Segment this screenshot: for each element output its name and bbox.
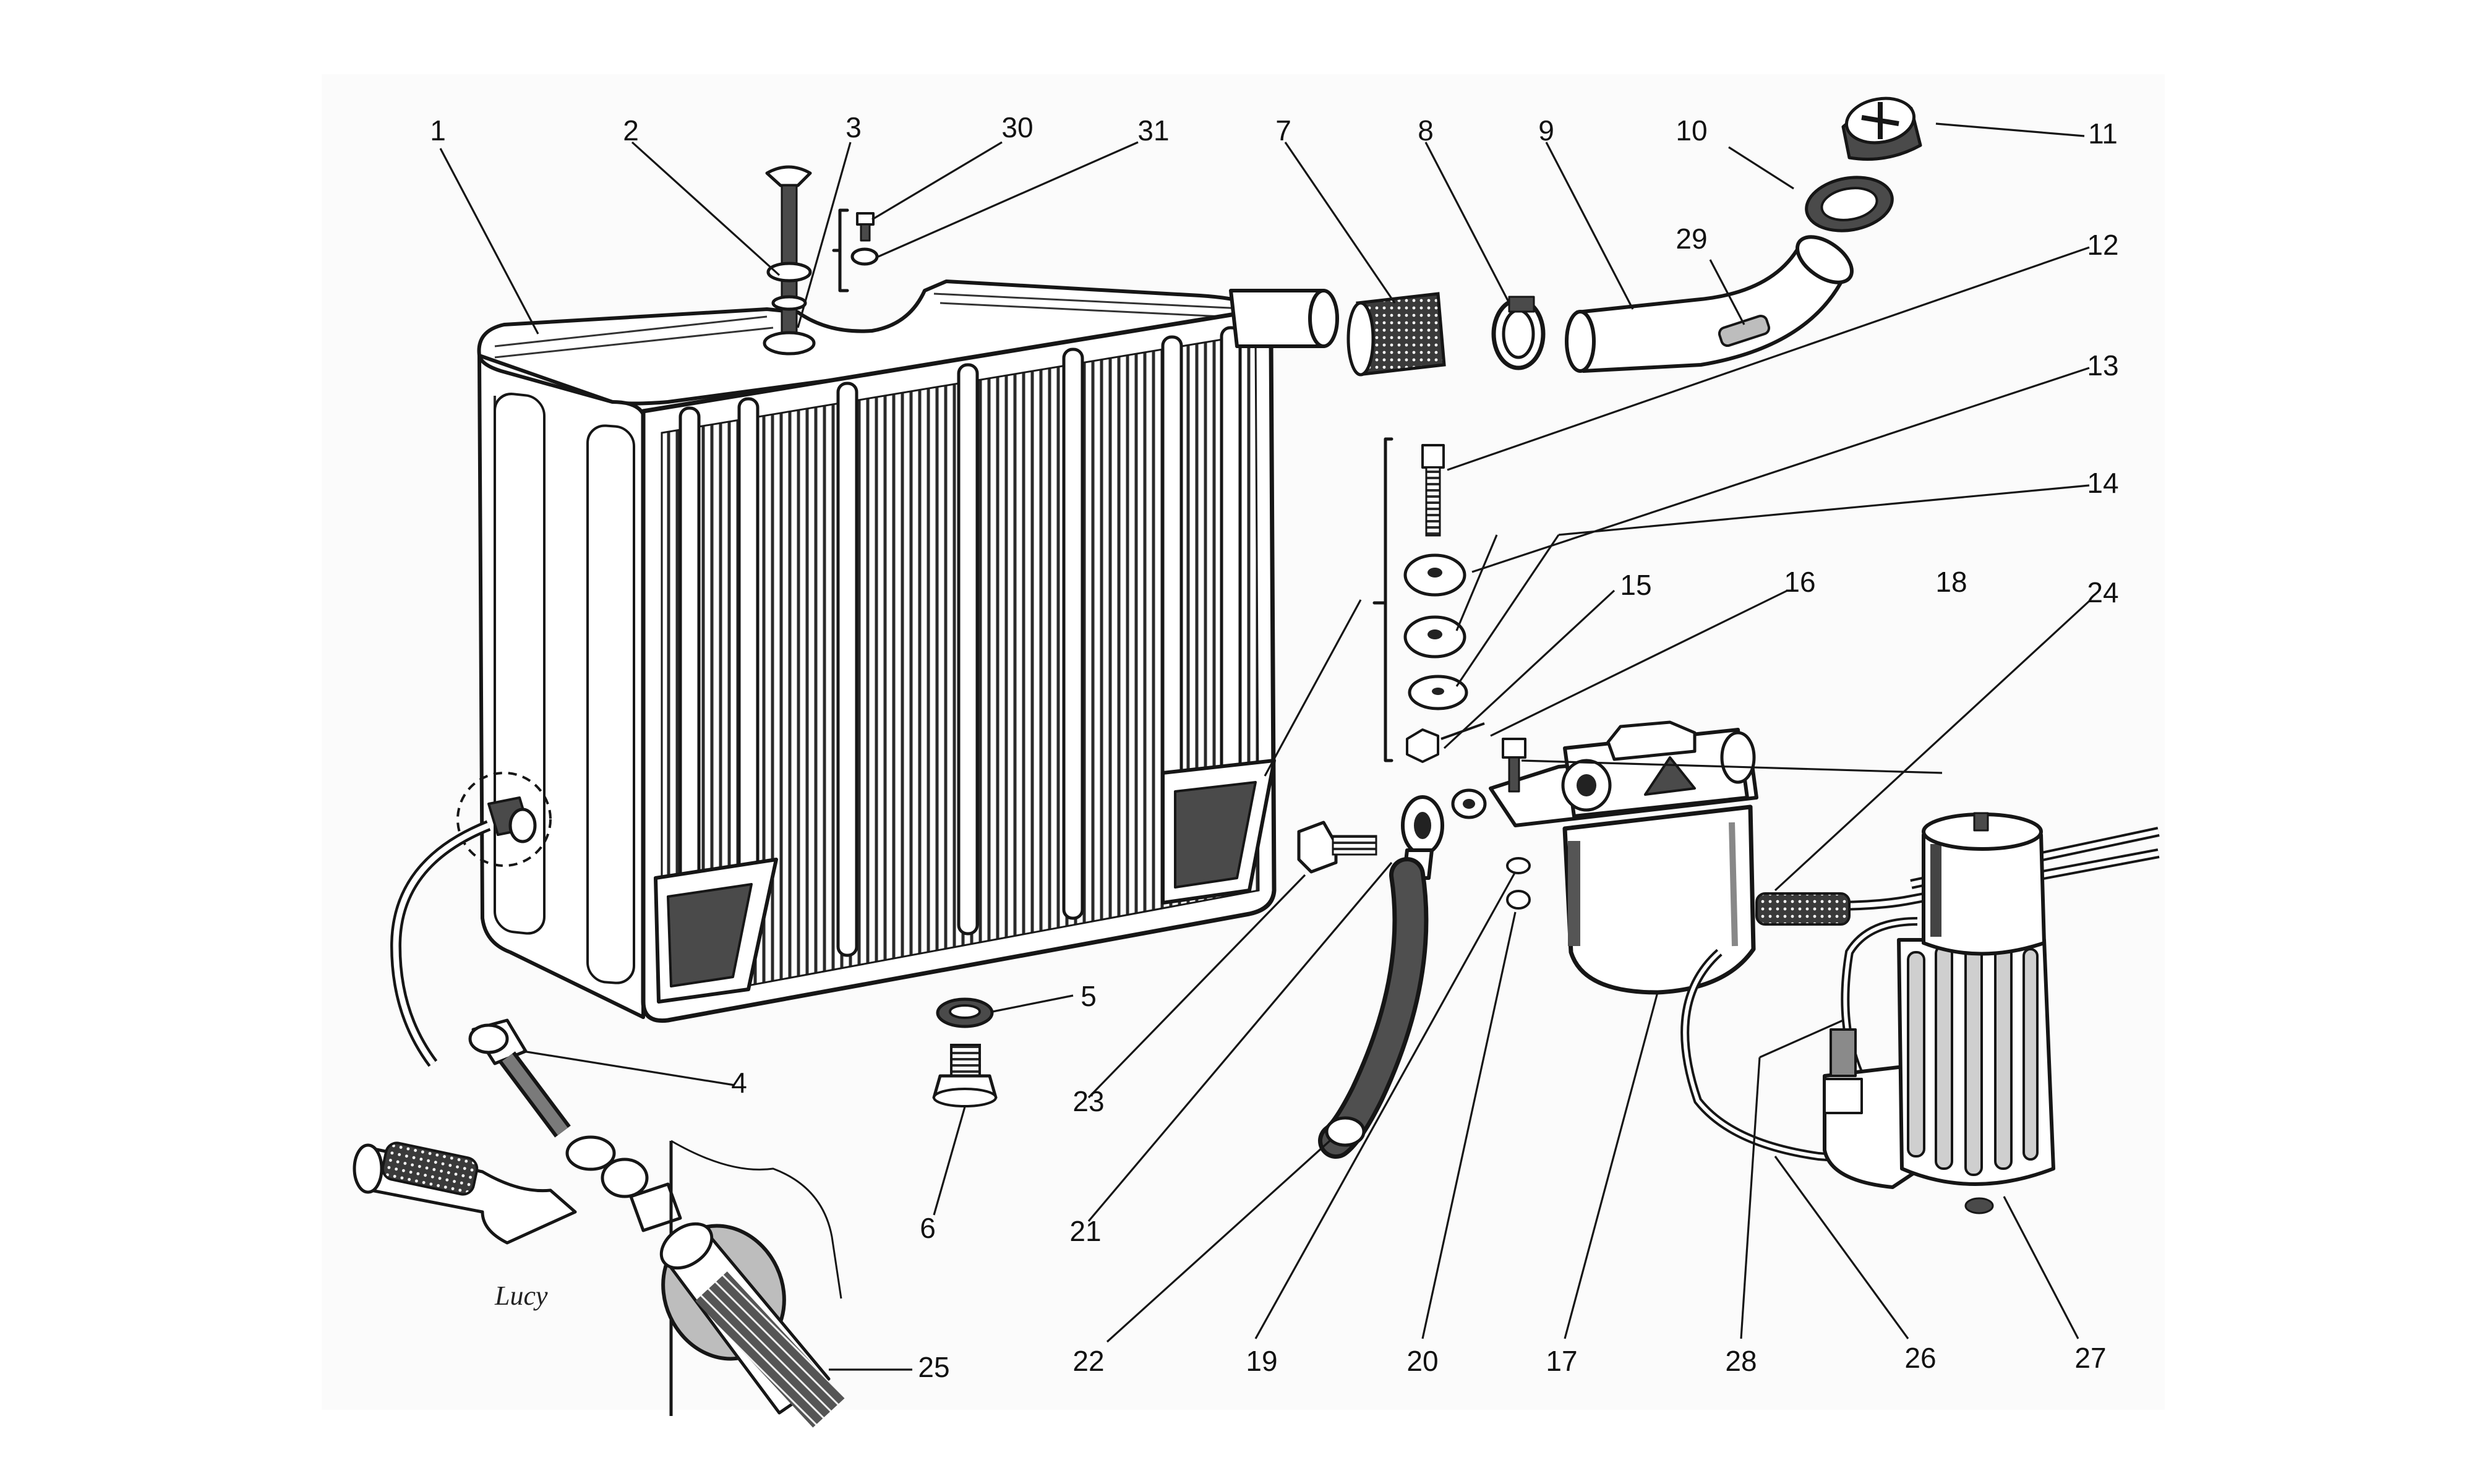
callout-24: 24: [2087, 576, 2118, 608]
screw-30-and-washer-31: [832, 208, 879, 292]
filler-cap-11: [1841, 96, 1922, 161]
callout-18: 18: [1935, 566, 1967, 598]
callout-10: 10: [1676, 114, 1707, 147]
callout-9: 9: [1538, 114, 1554, 147]
electric-fuel-pump-27: [1823, 812, 2055, 1214]
bulkhead-fitting-25: [659, 1140, 845, 1428]
callout-20: 20: [1406, 1345, 1438, 1377]
drain-pipe: [390, 820, 491, 1067]
callout-13: 13: [2087, 349, 2118, 382]
filler-hose-7: [1346, 292, 1446, 377]
callout-19: 19: [1246, 1345, 1277, 1377]
callout-5: 5: [1081, 980, 1097, 1012]
mounting-bolt-stack: [1372, 437, 1485, 763]
callout-27: 27: [2074, 1342, 2106, 1374]
callout-6: 6: [920, 1212, 936, 1244]
rubber-hose-22: [1318, 857, 1429, 1159]
callout-14: 14: [2087, 467, 2118, 499]
drain-union-4: [353, 1018, 682, 1245]
callout-16: 16: [1784, 566, 1815, 598]
callout-15: 15: [1620, 569, 1651, 601]
hose-clamp-8: [1491, 296, 1546, 370]
callout-28: 28: [1725, 1345, 1757, 1377]
callout-31: 31: [1137, 114, 1169, 147]
callout-3: 3: [845, 111, 862, 143]
callout-17: 17: [1546, 1345, 1577, 1377]
filler-seal-10: [1805, 176, 1894, 232]
callout-12: 12: [2087, 229, 2118, 261]
callout-2: 2: [623, 114, 639, 147]
callout-26: 26: [1904, 1342, 1936, 1374]
callout-23: 23: [1072, 1085, 1104, 1117]
leader-lines: [439, 122, 2091, 1371]
sealing-washer-5: [936, 997, 994, 1028]
filler-pipe-9: [1565, 235, 1854, 373]
callout-labels: 1 2 3 30 31 7 8 9 10 11 29 12 13 14 15 1…: [430, 111, 2118, 1383]
callout-25: 25: [918, 1351, 949, 1383]
callout-8: 8: [1418, 114, 1434, 147]
callout-30: 30: [1001, 111, 1033, 143]
fuel-filter-assembly: [1451, 720, 1758, 995]
callout-22: 22: [1072, 1345, 1104, 1377]
callout-4: 4: [731, 1067, 747, 1099]
callout-29: 29: [1676, 223, 1707, 255]
callout-7: 7: [1275, 114, 1291, 147]
drain-plug-6: [932, 1044, 998, 1107]
artist-signature: Lucy: [494, 1281, 548, 1311]
banjo-bolt-23: [1297, 821, 1377, 874]
callout-21: 21: [1069, 1215, 1101, 1247]
fuel-tank: [456, 279, 1339, 1023]
callout-1: 1: [430, 114, 446, 147]
callout-11: 11: [2088, 117, 2118, 150]
